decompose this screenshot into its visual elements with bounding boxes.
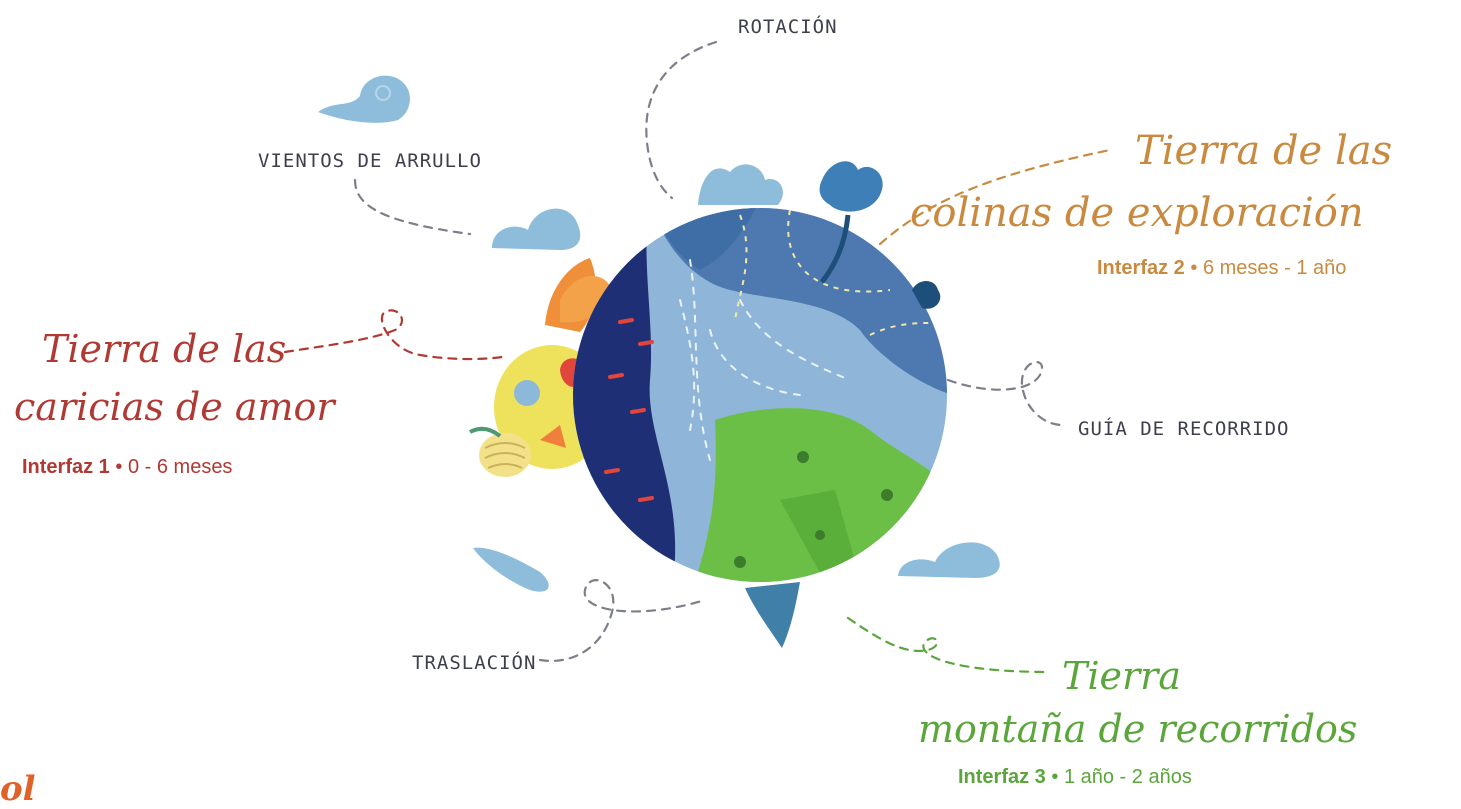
cloud-icon <box>698 164 783 205</box>
land2-title-line2: colinas de exploración <box>910 190 1364 236</box>
land3-subtitle: Interfaz 3 • 1 año - 2 años <box>958 766 1192 789</box>
cloud-icon <box>898 542 1000 578</box>
land1-connector <box>283 309 504 361</box>
logo-fragment: ol <box>0 769 36 809</box>
cloud-icon <box>318 75 410 123</box>
land2-connector <box>878 148 1112 246</box>
land2-title-line1: Tierra de las <box>1135 128 1393 174</box>
land3-connector <box>846 616 1052 674</box>
land3-interface: Interfaz 3 <box>958 766 1046 788</box>
land3-age: 1 año - 2 años <box>1063 766 1192 788</box>
cloud-icon <box>492 208 581 250</box>
land3-title-line2: montaña de recorridos <box>918 707 1358 751</box>
rotation-label: ROTACIÓN <box>738 16 838 38</box>
guide-connector <box>946 360 1064 427</box>
land2-interface: Interfaz 2 <box>1097 257 1185 279</box>
land1-title-line2: caricias de amor <box>14 385 335 429</box>
land3-title-line1: Tierra <box>1062 654 1181 698</box>
land1-age: 0 - 6 meses <box>127 456 233 478</box>
land1-subtitle: Interfaz 1 • 0 - 6 meses <box>22 456 232 479</box>
winds-label: VIENTOS DE ARRULLO <box>258 150 482 172</box>
separator: • <box>1051 766 1059 788</box>
cloud-icon <box>473 547 549 592</box>
translation-label: TRASLACIÓN <box>412 652 537 674</box>
land1-title-line1: Tierra de las <box>42 327 287 371</box>
guide-label: GUÍA DE RECORRIDO <box>1078 418 1290 440</box>
land2-subtitle: Interfaz 2 • 6 meses - 1 año <box>1097 257 1346 280</box>
clouds <box>318 75 1000 592</box>
rotation-connector <box>645 40 718 200</box>
planet-tail <box>745 582 800 648</box>
separator: • <box>115 456 123 478</box>
separator: • <box>1190 257 1198 279</box>
land1-interface: Interfaz 1 <box>22 456 110 478</box>
winds-connector <box>353 178 472 236</box>
land2-age: 6 meses - 1 año <box>1202 257 1347 279</box>
translation-connector <box>538 579 707 662</box>
plant-icon <box>819 161 941 309</box>
